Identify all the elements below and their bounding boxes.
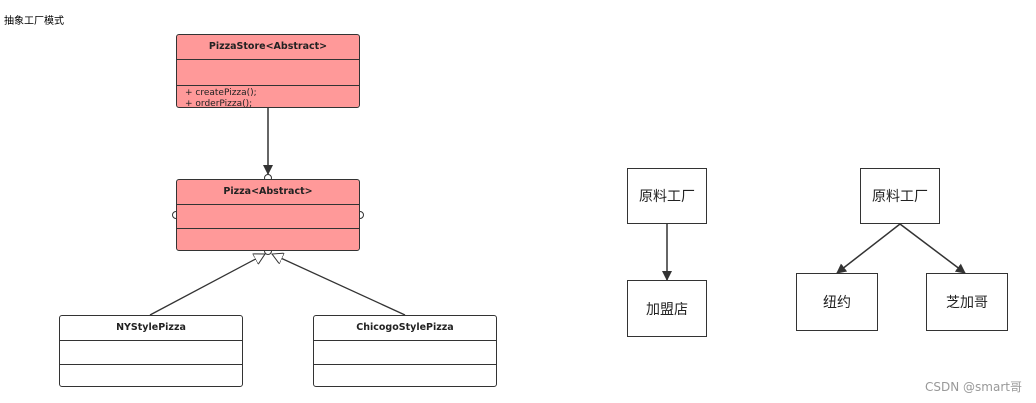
ny-style-pizza-class[interactable]: NYStylePizza [59, 315, 243, 387]
chicago-style-pizza-class[interactable]: ChicogoStylePizza [313, 315, 497, 387]
ny-style-pizza-title: NYStylePizza [60, 316, 242, 341]
page-title: 抽象工厂模式 [4, 16, 64, 27]
method-order-pizza: + orderPizza(); [185, 99, 253, 108]
pizza-store-methods: + createPizza(); + orderPizza(); [177, 86, 359, 108]
credit-watermark: CSDN @smart哥 [925, 380, 1022, 394]
factory-to-newyork-arrow [836, 223, 901, 274]
left-ingredient-factory-box[interactable]: 原料工厂 [627, 168, 707, 224]
newyork-box[interactable]: 纽约 [796, 273, 878, 331]
franchise-store-box[interactable]: 加盟店 [627, 280, 707, 337]
chicago-box[interactable]: 芝加哥 [926, 273, 1008, 331]
pizza-store-attributes [177, 60, 359, 86]
pizza-store-class[interactable]: PizzaStore<Abstract> + createPizza(); + … [176, 34, 360, 108]
pizza-title: Pizza<Abstract> [177, 180, 359, 205]
pizza-store-title: PizzaStore<Abstract> [177, 35, 359, 60]
pizza-attributes [177, 205, 359, 229]
pizza-class[interactable]: Pizza<Abstract> [176, 179, 360, 251]
chicago-inherits-arrow [272, 254, 406, 316]
right-ingredient-factory-box[interactable]: 原料工厂 [860, 168, 940, 224]
method-create-pizza: + createPizza(); [185, 88, 257, 98]
chicago-style-pizza-title: ChicogoStylePizza [314, 316, 496, 341]
chicago-style-pizza-attributes [314, 341, 496, 365]
ny-style-pizza-attributes [60, 341, 242, 365]
ny-inherits-arrow [149, 254, 265, 316]
factory-to-chicago-arrow [899, 223, 966, 274]
